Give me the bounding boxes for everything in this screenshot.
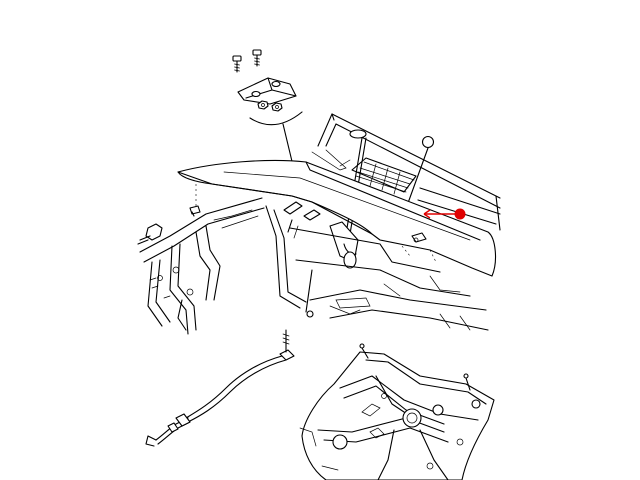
release-cable-clip [279,329,295,361]
highlight-dot [454,208,466,220]
fender-clip [137,223,163,245]
hinge-plate [237,77,297,105]
cowl-grille [351,157,417,195]
fender-support-structure [137,197,265,335]
hood-release-cable [145,329,295,447]
windshield-frame [311,113,501,231]
hood-latch-striker [329,221,359,269]
release-lever-bracket [283,201,321,239]
hinge-nuts [257,100,283,112]
hood-fasteners [401,232,437,263]
highlight-callout [423,208,466,220]
release-handle [167,413,191,433]
hinge-bolt-left [232,55,242,73]
hood-bumper [189,205,201,217]
hood-inner-reinforcement [299,343,495,480]
hood-panel [177,159,497,277]
detail-callout-arc [249,111,303,126]
hinge-detail [232,49,303,179]
hinge-bolt-right [252,49,262,67]
inner-apron [265,201,489,331]
